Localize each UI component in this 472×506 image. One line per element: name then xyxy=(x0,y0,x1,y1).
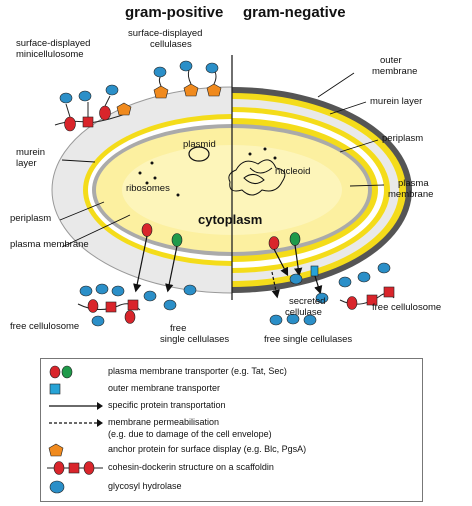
label-plasmid: plasmid xyxy=(183,139,216,150)
label-secreted-cellulase-2: cellulase xyxy=(285,307,322,318)
legend-text: plasma membrane transporter (e.g. Tat, S… xyxy=(108,366,287,376)
legend-row-anchor: anchor protein for surface display (e.g.… xyxy=(41,443,422,457)
legend-text: anchor protein for surface display (e.g.… xyxy=(108,444,307,454)
label-surface-minicellulosome-1: surface-displayed xyxy=(16,38,91,49)
anchor-protein-icon xyxy=(48,443,64,457)
label-plasma-membrane-right-2: membrane xyxy=(388,189,434,200)
dashed-arrow-icon xyxy=(49,419,103,427)
label-free-cellulosome-right: free cellulosome xyxy=(372,302,442,313)
plasmid-shape xyxy=(188,146,210,162)
cohesin-dockerin-icon xyxy=(47,461,103,475)
legend-row-cohesin: cohesin-dockerin structure on a scaffold… xyxy=(41,461,422,475)
right-transporters xyxy=(268,232,319,277)
legend-text: cohesin-dockerin structure on a scaffold… xyxy=(108,462,274,472)
legend-text: membrane permeabilisation xyxy=(108,417,220,427)
label-murein-layer-right: murein layer xyxy=(370,96,423,107)
label-periplasm-right: periplasm xyxy=(382,133,424,144)
outer-membrane-transporter-icon xyxy=(49,383,61,395)
label-secreted-cellulase-1: secreted xyxy=(289,296,326,307)
label-nucleoid: nucleoid xyxy=(275,166,311,177)
legend-row-gh: glycosyl hydrolase xyxy=(41,480,422,494)
label-free-single-left-2: single cellulases xyxy=(160,334,230,345)
label-outer-membrane-2: membrane xyxy=(372,66,418,77)
header-gram-negative: gram-negative xyxy=(243,4,346,21)
label-surface-cellulases-1: surface-displayed xyxy=(128,28,203,39)
legend-box: plasma membrane transporter (e.g. Tat, S… xyxy=(40,358,423,502)
header-gram-positive: gram-positive xyxy=(125,4,224,21)
legend-row-solid-arrow: specific protein transportation xyxy=(41,399,422,413)
label-cytoplasm: cytoplasm xyxy=(198,212,263,227)
legend-text: specific protein transportation xyxy=(108,400,226,410)
label-free-single-left-1: free xyxy=(170,323,187,334)
nucleoid-shape xyxy=(228,159,286,196)
label-surface-cellulases-2: cellulases xyxy=(150,39,192,50)
label-free-cellulosome-left: free cellulosome xyxy=(10,321,80,332)
label-surface-minicellulosome-2: minicellulosome xyxy=(16,49,84,60)
legend-row-permeabilisation-note: (e.g. due to damage of the cell envelope… xyxy=(41,428,422,442)
legend-row-plasma-transporter: plasma membrane transporter (e.g. Tat, S… xyxy=(41,365,422,379)
free-cellulosome-left xyxy=(77,299,141,324)
legend-row-dashed-arrow: membrane permeabilisation xyxy=(41,416,422,430)
plasma-membrane-transporter-icon xyxy=(49,365,73,379)
surface-minicellulosome xyxy=(54,95,132,132)
ribosome-dots xyxy=(138,147,277,197)
label-plasma-membrane-left: plasma membrane xyxy=(10,239,89,250)
solid-arrow-icon xyxy=(49,402,103,410)
legend-text: glycosyl hydrolase xyxy=(108,481,182,491)
free-cellulosome-right xyxy=(339,286,395,310)
label-murein-layer-left-2: layer xyxy=(16,158,37,169)
label-murein-layer-left-1: murein xyxy=(16,147,46,158)
legend-text: (e.g. due to damage of the cell envelope… xyxy=(108,429,272,439)
legend-text: outer membrane transporter xyxy=(108,383,221,393)
label-ribosomes: ribosomes xyxy=(126,183,170,194)
glycosyl-hydrolase-group xyxy=(59,60,391,327)
label-outer-membrane-1: outer xyxy=(380,55,402,66)
glycosyl-hydrolase-icon xyxy=(49,480,65,494)
label-periplasm-left: periplasm xyxy=(10,213,52,224)
legend-row-outer-transporter: outer membrane transporter xyxy=(41,382,422,396)
label-plasma-membrane-right-1: plasma xyxy=(398,178,429,189)
label-free-single-right: free single cellulases xyxy=(264,334,353,345)
